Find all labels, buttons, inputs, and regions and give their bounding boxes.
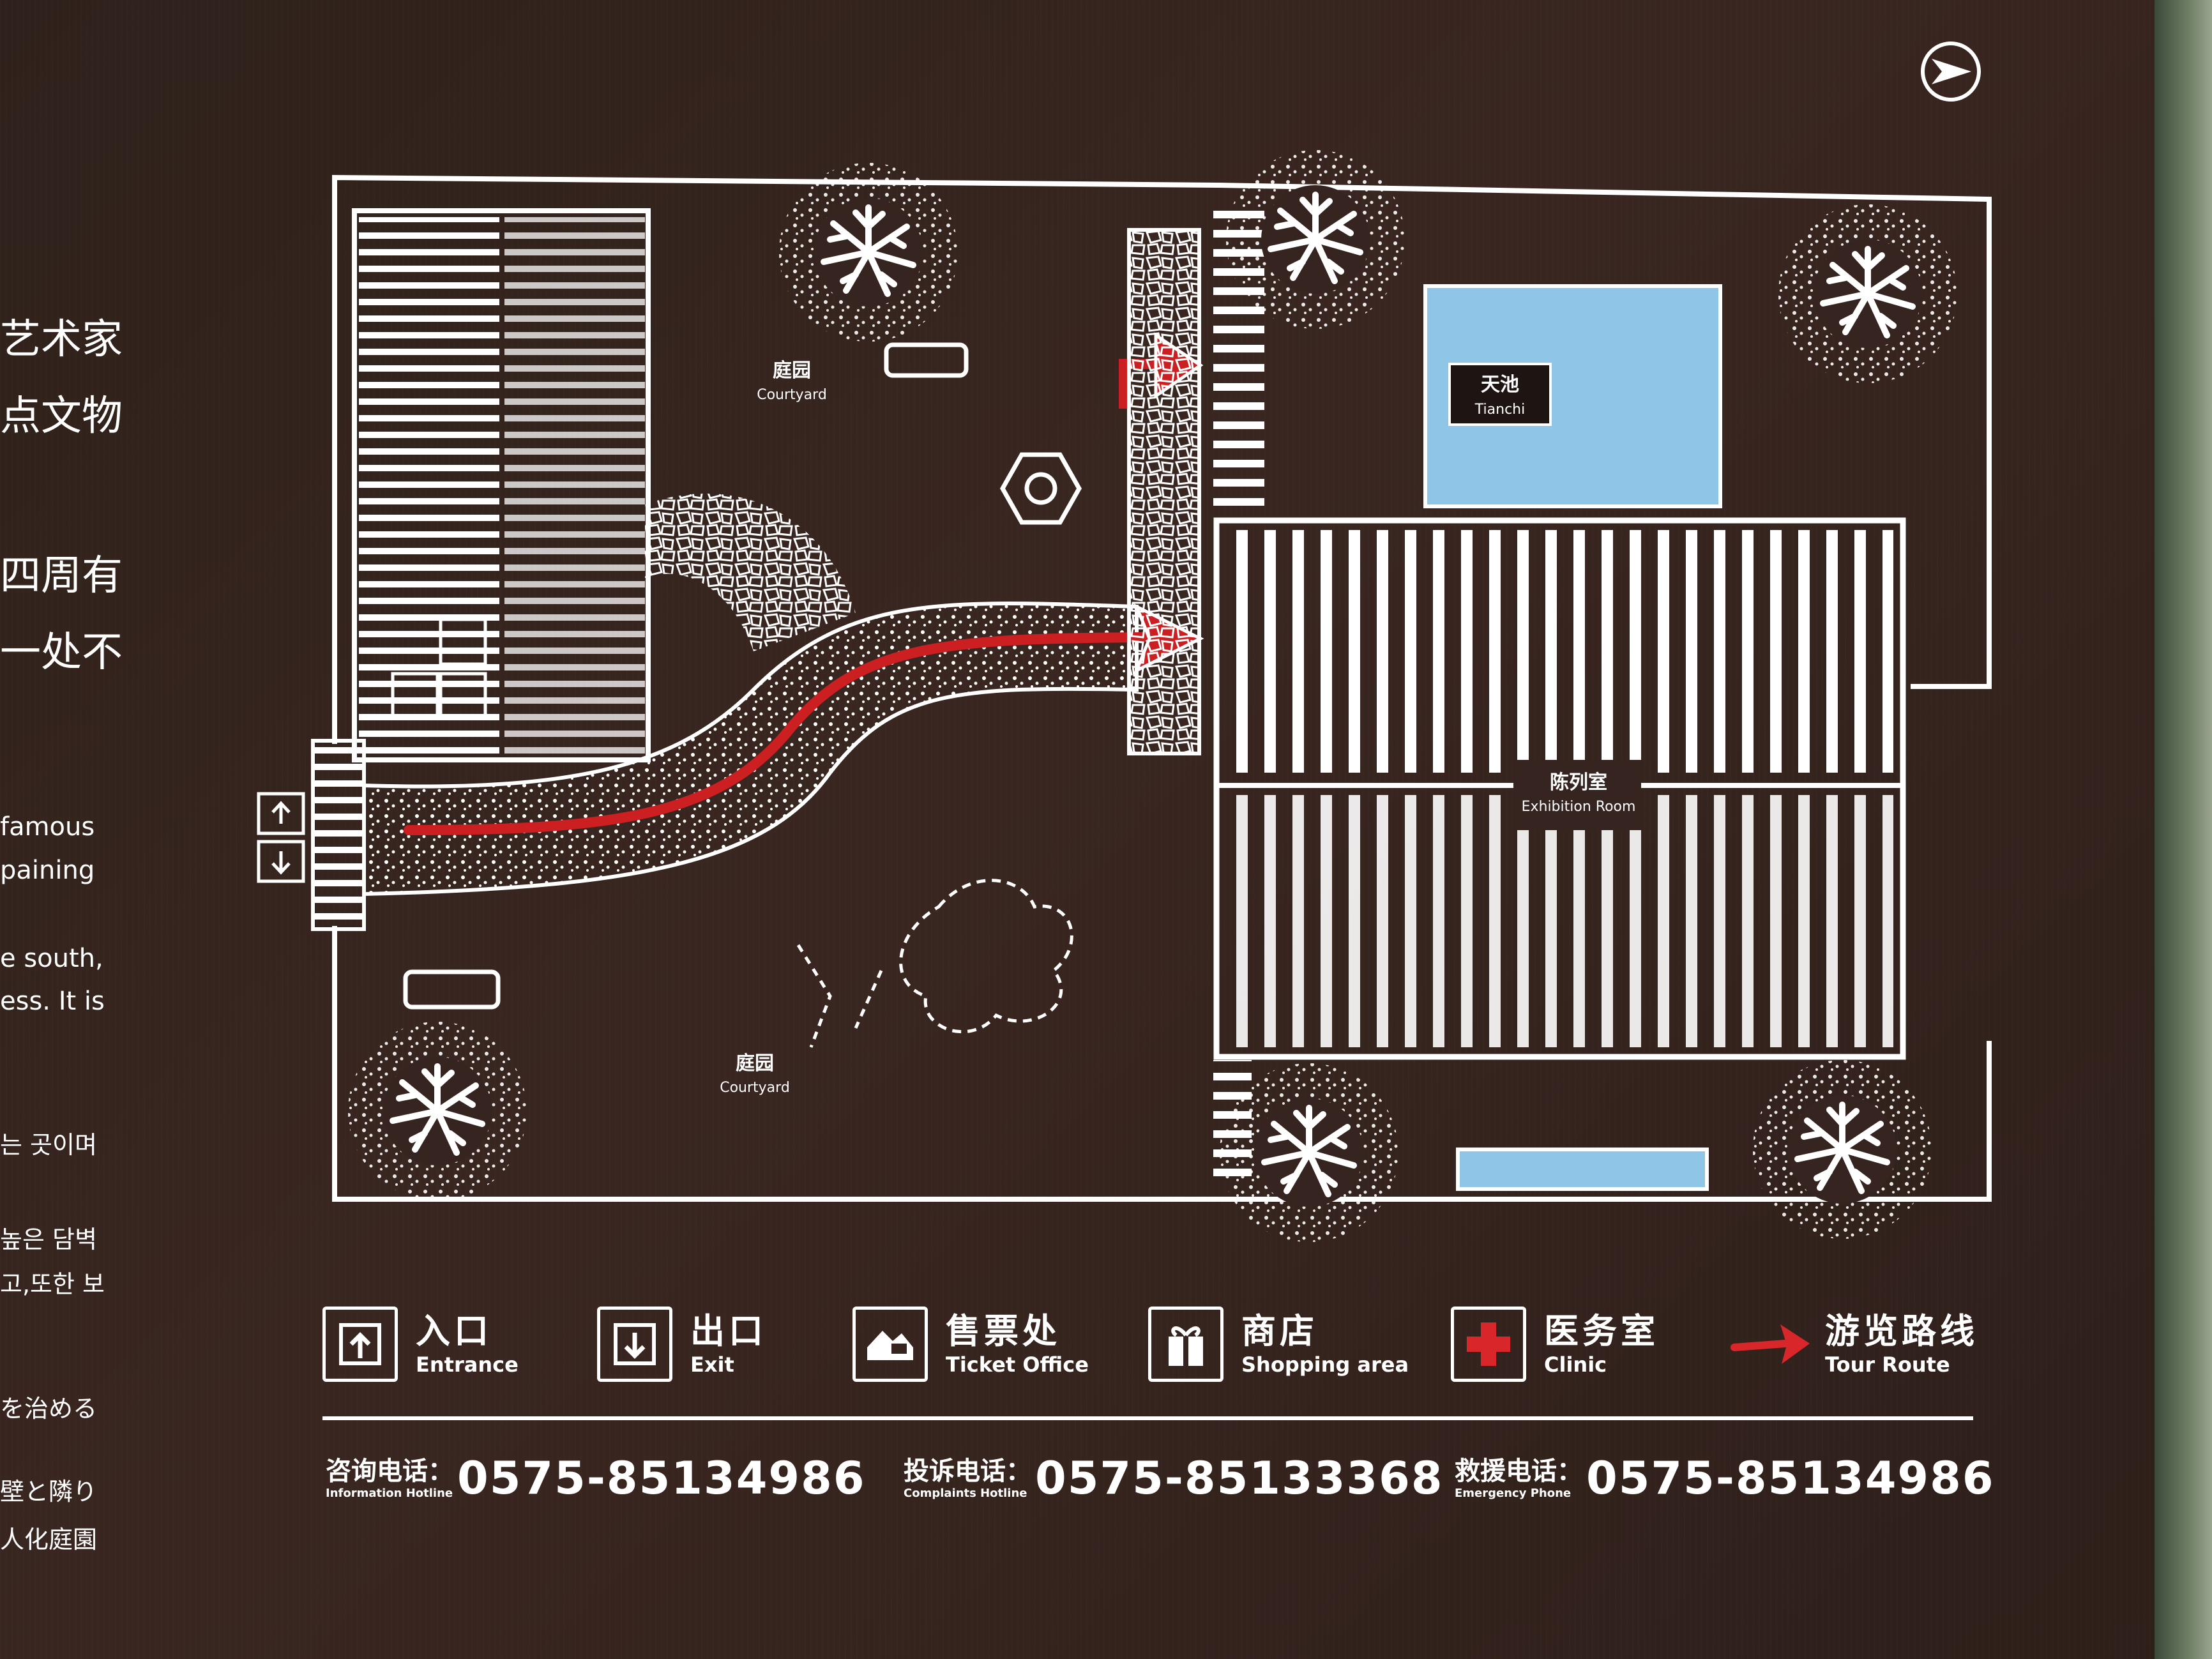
- complaints-hotline: 投诉电话： Complaints Hotline 0575-85133368: [904, 1450, 1444, 1507]
- stone-bench-north: [884, 342, 969, 378]
- legend-exit-cn: 出口: [690, 1311, 767, 1351]
- paved-path-north: [645, 493, 856, 651]
- info-hotline-label-en: Information Hotline: [326, 1487, 453, 1500]
- info-hotline-number: 0575-85134986: [457, 1452, 866, 1504]
- background-foliage: [2155, 0, 2212, 1659]
- legend-route-en: Tour Route: [1825, 1352, 1950, 1377]
- exit-icon: [597, 1307, 672, 1382]
- courtyard-wall: [332, 174, 1992, 744]
- intro-ja-line-1: を治める: [0, 1395, 98, 1423]
- exit-icon: [257, 840, 305, 883]
- legend-entrance: 入口 Entrance: [322, 1303, 519, 1386]
- emergency-hotline-number: 0575-85134986: [1586, 1452, 1995, 1504]
- intro-en-line-2: paining: [0, 856, 95, 885]
- exhibition-label-en: Exhibition Room: [1522, 799, 1636, 815]
- divider: [322, 1416, 1973, 1420]
- courtyard-north-label-cn: 庭园: [773, 360, 811, 382]
- south-wall: [332, 926, 1992, 1202]
- tianchi-label-cn: 天池: [1481, 374, 1519, 396]
- emergency-hotline: 救援电话： Emergency Phone 0575-85134986: [1455, 1450, 1995, 1507]
- intro-ja-line-3: 人化庭園: [0, 1526, 98, 1554]
- red-cross-icon: [1451, 1307, 1526, 1382]
- complaints-hotline-label-cn: 投诉电话：: [904, 1457, 1031, 1486]
- courtyard-north-label-en: Courtyard: [757, 387, 827, 403]
- hexagon-pavilion-icon: [999, 452, 1082, 525]
- legend-entrance-en: Entrance: [416, 1352, 519, 1377]
- emergency-hotline-label-cn: 救援电话：: [1455, 1457, 1582, 1486]
- exhibition-hall: [1213, 517, 1906, 1060]
- red-arrow-icon: [1731, 1324, 1810, 1364]
- legend-shop-cn: 商店: [1241, 1311, 1318, 1351]
- intro-cn-line-4: 一处不: [0, 629, 123, 676]
- legend-shop-en: Shopping area: [1241, 1352, 1409, 1377]
- legend-shop: 商店 Shopping area: [1148, 1303, 1409, 1386]
- south-pool: [1456, 1148, 1709, 1191]
- intro-cn-line-3: 四周有: [0, 552, 123, 600]
- legend-entrance-cn: 入口: [416, 1311, 492, 1351]
- compass-icon: [1921, 42, 1981, 102]
- stone-bench-south: [403, 969, 501, 1010]
- courtyard-south-label-cn: 庭园: [736, 1052, 774, 1075]
- intro-en-line-4: ess. It is: [0, 987, 105, 1016]
- intro-en-line-1: famous: [0, 812, 95, 842]
- west-hall: [352, 208, 651, 762]
- legend-exit-en: Exit: [690, 1352, 734, 1377]
- legend-clinic: 医务室 Clinic: [1451, 1303, 1659, 1386]
- intro-ja-line-2: 壁と隣り: [0, 1478, 98, 1506]
- intro-ko-line-2: 높은 담벽: [0, 1225, 97, 1254]
- legend-clinic-en: Clinic: [1544, 1352, 1607, 1377]
- intro-en-line-3: e south,: [0, 944, 103, 973]
- courtyard-south-label-en: Courtyard: [720, 1080, 790, 1096]
- entrance-gate: [311, 739, 366, 931]
- legend-ticket-en: Ticket Office: [946, 1352, 1089, 1377]
- exhibition-label-cn: 陈列室: [1550, 771, 1607, 794]
- stone-corridor: [1127, 228, 1201, 755]
- intro-cn-line-2: 点文物: [0, 393, 123, 440]
- intro-ko-line-3: 고,또한 보: [0, 1270, 105, 1298]
- tianchi-label-box: [1448, 363, 1552, 426]
- ticket-icon: [852, 1307, 928, 1382]
- legend-ticket-cn: 售票处: [946, 1311, 1061, 1351]
- legend-tour-route: 游览路线 Tour Route: [1731, 1303, 1978, 1386]
- intro-ko-line-1: 는 곳이며: [0, 1131, 97, 1159]
- legend-exit: 出口 Exit: [597, 1303, 767, 1386]
- emergency-hotline-label-en: Emergency Phone: [1455, 1487, 1572, 1500]
- legend-clinic-cn: 医务室: [1544, 1311, 1659, 1351]
- legend-route-cn: 游览路线: [1825, 1311, 1978, 1351]
- complaints-hotline-label-en: Complaints Hotline: [904, 1487, 1027, 1500]
- entrance-icon: [322, 1307, 398, 1382]
- tianchi-label-en: Tianchi: [1474, 402, 1525, 418]
- tour-route-line: [404, 632, 1148, 835]
- legend-ticket-office: 售票处 Ticket Office: [852, 1303, 1089, 1386]
- rockery-outline: [899, 879, 1073, 1034]
- gift-icon: [1148, 1307, 1223, 1382]
- intro-cn-line-1: 艺术家: [0, 316, 123, 363]
- complaints-hotline-number: 0575-85133368: [1035, 1452, 1444, 1504]
- info-hotline: 咨询电话： Information Hotline 0575-85134986: [326, 1450, 866, 1507]
- info-hotline-label-cn: 咨询电话：: [326, 1457, 453, 1486]
- entrance-icon: [257, 792, 305, 835]
